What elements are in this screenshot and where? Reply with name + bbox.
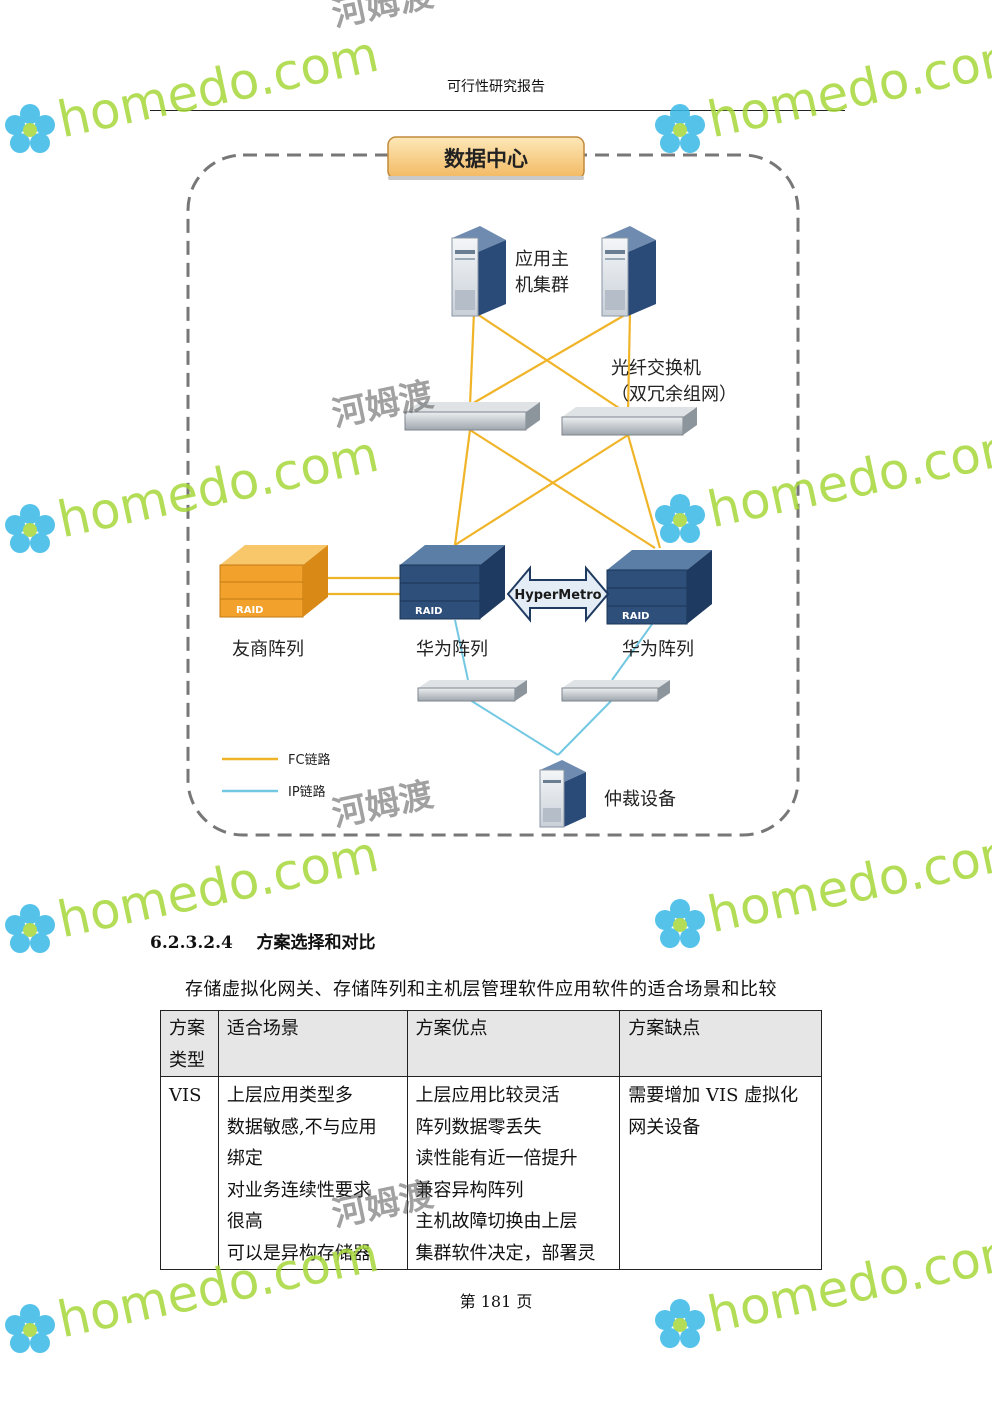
fc-switch-1 <box>404 402 540 431</box>
third-party-raid-label: RAID <box>236 605 263 616</box>
app-server-1 <box>451 226 506 317</box>
diagram-legend: FC链路 IP链路 <box>222 752 331 800</box>
huawei-array-2-label: 华为阵列 <box>622 639 694 660</box>
svg-text:光纤交换机 （双冗余组网）: 光纤交换机 （双冗余组网） <box>611 358 737 405</box>
cell-text: 主机故障切换由上层 <box>415 1211 578 1232</box>
comparison-table: 方案 类型 适合场景 方案优点 方案缺点 VIS 上层应用类型多 数据敏感,不与… <box>160 1010 822 1270</box>
header-divider <box>150 110 845 111</box>
cell-type: VIS <box>160 1076 219 1270</box>
report-header-title: 可行性研究报告 <box>447 79 545 95</box>
legend-ip-label: IP链路 <box>288 784 326 800</box>
app-cluster-label-line1: 应用主 <box>515 249 569 270</box>
cell-text: 网关设备 <box>628 1116 701 1138</box>
datacenter-diagram: 数据中心 应用主 机集群 <box>186 136 800 837</box>
section-heading: 6.2.3.2.4 方案选择和对比 <box>150 928 376 953</box>
header-text: 类型 <box>169 1049 205 1071</box>
header-cell-scenarios: 适合场景 <box>217 1010 408 1077</box>
arbitration-device-label: 仲裁设备 <box>604 789 676 810</box>
cell-text: 上层应用比较灵活 <box>415 1085 560 1106</box>
fc-switch-2 <box>561 407 697 436</box>
cell-text: 很高 <box>226 1211 263 1232</box>
cell-text: 阵列数据零丢失 <box>415 1116 542 1138</box>
cell-text: 集群软件决定，部署灵 <box>415 1242 596 1264</box>
hypermetro-label: HyperMetro <box>514 588 601 603</box>
cell-text: 兼容异构阵列 <box>415 1179 524 1201</box>
cell-text: 对业务连续性要求 <box>226 1179 371 1201</box>
table-caption: 存储虚拟化网关、存储阵列和主机层管理软件应用软件的适合场景和比较 <box>185 979 777 1000</box>
cell-scenarios: 上层应用类型多 数据敏感,不与应用 绑定 对业务连续性要求 很高 可以是异构存储… <box>217 1076 408 1270</box>
datacenter-banner: 数据中心 <box>387 136 585 180</box>
arbitration-server <box>539 760 586 828</box>
ip-switch-2 <box>561 680 670 702</box>
header-text: 方案 <box>169 1018 205 1039</box>
svg-text:应用主 机集群: 应用主 机集群 <box>515 249 575 296</box>
app-server-2 <box>601 226 656 317</box>
fc-switch-label-line2: （双冗余组网） <box>611 384 737 405</box>
header-text: 适合场景 <box>226 1018 299 1039</box>
fc-links <box>328 311 662 596</box>
fc-switch-label-line1: 光纤交换机 <box>611 358 701 379</box>
legend-fc-label: FC链路 <box>288 752 331 768</box>
huawei-array-1-label: 华为阵列 <box>416 639 488 660</box>
page-number: 第 181 页 <box>459 1292 533 1311</box>
banner-label: 数据中心 <box>444 147 528 171</box>
header-text: 方案缺点 <box>628 1018 701 1039</box>
header-cell-pros: 方案优点 <box>406 1010 621 1077</box>
huawei-raid-label-1: RAID <box>415 606 442 617</box>
app-cluster-label-line2: 机集群 <box>515 275 569 296</box>
header-cell-type: 方案 类型 <box>160 1010 219 1077</box>
hypermetro-arrow: HyperMetro <box>506 565 610 623</box>
third-party-array-label: 友商阵列 <box>232 639 304 660</box>
huawei-raid-array-2: RAID <box>606 550 712 625</box>
section-title: 方案选择和对比 <box>256 933 376 953</box>
flower-logo-icon <box>5 904 55 953</box>
huawei-raid-label-2: RAID <box>622 611 649 622</box>
ip-links <box>454 619 656 756</box>
cell-text: 读性能有近一倍提升 <box>415 1148 578 1169</box>
cell-cons: 需要增加 VIS 虚拟化 网关设备 <box>619 1076 822 1270</box>
cell-text: 需要增加 VIS 虚拟化 <box>628 1085 799 1106</box>
flower-logo-icon <box>655 899 705 948</box>
header-text: 方案优点 <box>415 1018 488 1039</box>
cell-text: 可以是异构存储器 <box>226 1242 371 1264</box>
cell-text: 数据敏感,不与应用 <box>226 1116 377 1138</box>
cell-text: VIS <box>169 1085 202 1106</box>
header-cell-cons: 方案缺点 <box>619 1010 822 1077</box>
huawei-raid-array-1: RAID <box>399 545 505 620</box>
cell-text: 上层应用类型多 <box>226 1085 353 1106</box>
third-party-raid-array: RAID <box>219 545 328 618</box>
section-number: 6.2.3.2.4 <box>150 933 233 953</box>
table-row: VIS 上层应用类型多 数据敏感,不与应用 绑定 对业务连续性要求 很高 可以是… <box>160 1076 822 1270</box>
ip-switch-1 <box>417 680 527 702</box>
table-header-row: 方案 类型 适合场景 方案优点 方案缺点 <box>160 1010 822 1077</box>
cell-pros: 上层应用比较灵活 阵列数据零丢失 读性能有近一倍提升 兼容异构阵列 主机故障切换… <box>406 1076 621 1270</box>
cell-text: 绑定 <box>226 1148 263 1169</box>
